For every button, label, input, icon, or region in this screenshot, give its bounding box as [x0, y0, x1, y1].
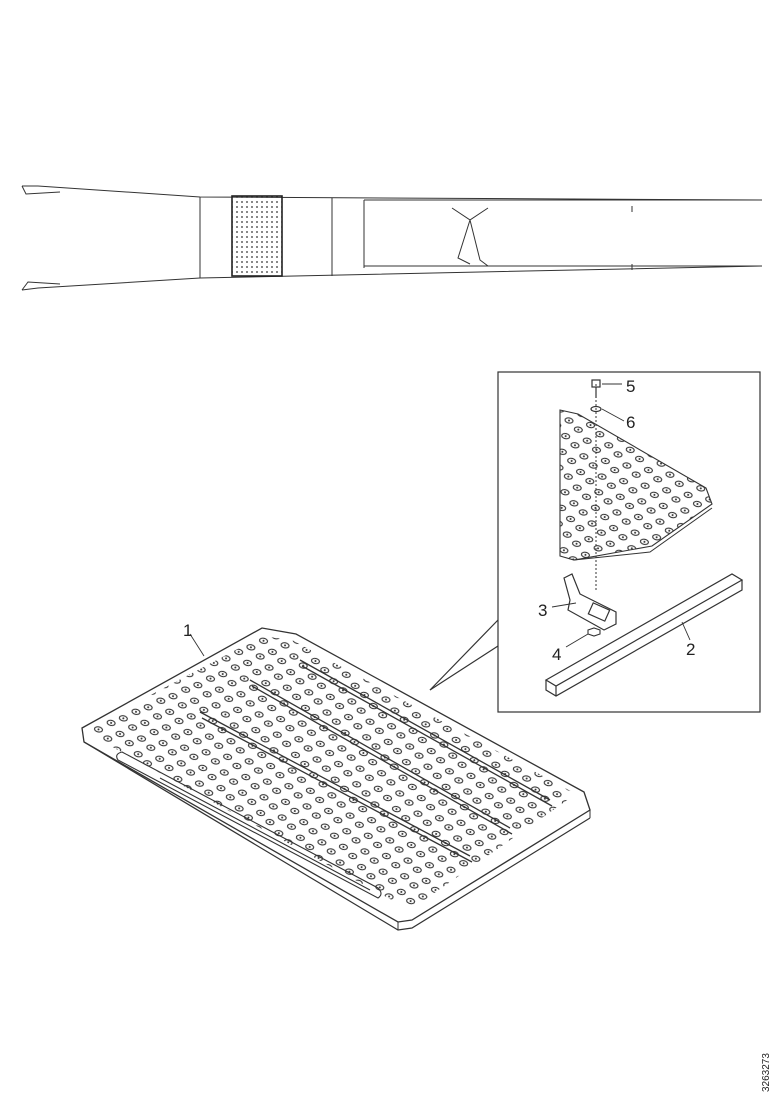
- detail-leader: [429, 619, 499, 691]
- floor-panel: [81, 627, 591, 931]
- vehicle-outline-front: [21, 185, 763, 291]
- callout-5: 5: [626, 377, 635, 396]
- callout-3: 3: [538, 601, 547, 620]
- panel-stiffener-ribs: [199, 659, 553, 863]
- callout-6: 6: [626, 413, 635, 432]
- vehicle-top-view: [21, 185, 763, 291]
- callout-1: 1: [183, 621, 192, 640]
- document-id: 3263273: [761, 1053, 772, 1092]
- callout-leaders: [189, 383, 691, 657]
- detail-panel-fragment: [559, 409, 713, 561]
- mounting-bracket: [563, 573, 617, 631]
- panel-edge-slot: [116, 751, 382, 899]
- detail-view: [189, 371, 761, 713]
- panel-perforation: [92, 636, 576, 910]
- vehicle-nose: [21, 185, 61, 291]
- support-rail: [544, 573, 744, 697]
- bolt-icon: [591, 379, 601, 398]
- floor-panel-location: [231, 195, 283, 277]
- cross-brace: [451, 207, 489, 267]
- callout-2: 2: [686, 640, 695, 659]
- washer-icon: [590, 405, 602, 413]
- callout-4: 4: [552, 645, 561, 664]
